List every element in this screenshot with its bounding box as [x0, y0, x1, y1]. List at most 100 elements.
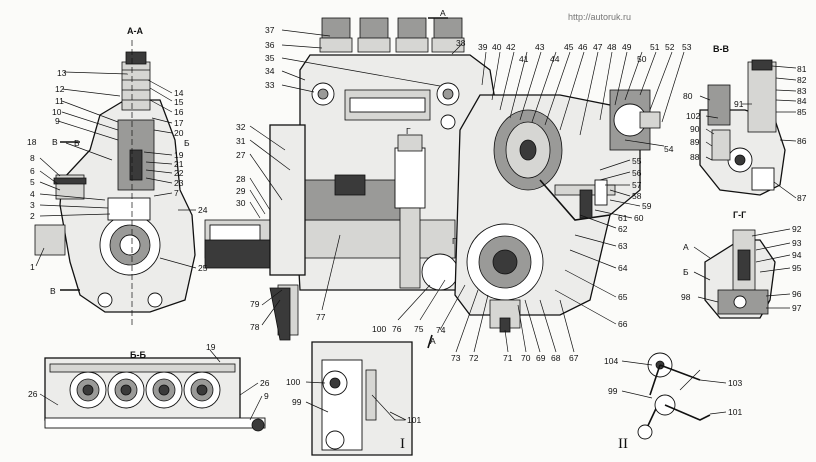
part-label-35: 35	[265, 53, 275, 63]
part-label-99-ii: 99	[608, 386, 618, 396]
section-label-b-b: Б-Б	[130, 350, 146, 360]
part-label-44: 44	[550, 54, 560, 64]
part-label-55: 55	[632, 156, 642, 166]
part-label-11: 11	[55, 96, 64, 106]
part-label-53: 53	[682, 42, 692, 52]
part-label-2: 2	[30, 211, 35, 221]
part-label-74: 74	[436, 325, 446, 335]
part-label-14: 14	[174, 88, 184, 98]
part-label-83: 83	[797, 86, 807, 96]
part-label-30: 30	[236, 198, 246, 208]
view-2-drawing	[637, 352, 711, 440]
part-label-77: 77	[316, 312, 326, 322]
part-label-40: 40	[492, 42, 502, 52]
part-label-42: 42	[506, 42, 516, 52]
part-label-69: 69	[536, 353, 546, 363]
part-label-79: 79	[250, 299, 260, 309]
part-label-98: 98	[681, 292, 691, 302]
part-label-71: 71	[503, 353, 513, 363]
cut-mark-v-top: В	[52, 137, 58, 147]
part-label-24: 24	[198, 205, 208, 215]
part-label-13: 13	[57, 68, 67, 78]
part-label-56: 56	[632, 168, 642, 178]
part-label-4: 4	[30, 189, 35, 199]
regulator-drawing	[454, 89, 661, 333]
part-label-100: 100	[286, 377, 300, 387]
part-label-84: 84	[797, 96, 807, 106]
part-label-60: 60	[634, 213, 644, 223]
part-label-102: 102	[686, 111, 700, 121]
leader-lines	[35, 17, 797, 421]
part-label-36: 36	[265, 40, 275, 50]
part-label-97: 97	[792, 303, 802, 313]
part-label-90: 90	[690, 124, 700, 134]
part-label-9-bb: 9	[264, 391, 269, 401]
part-label-21: 21	[174, 159, 184, 169]
part-label-70: 70	[521, 353, 531, 363]
cut-mark-b-left: Б	[74, 138, 80, 148]
part-label-17: 17	[174, 118, 184, 128]
part-label-57: 57	[632, 180, 642, 190]
part-label-19-bb: 19	[206, 342, 216, 352]
part-number-labels: 13 12 11 10 9 18 8 6 5 4 3 2 1 14 15 16 …	[27, 8, 807, 425]
part-label-34: 34	[265, 66, 275, 76]
part-label-47: 47	[593, 42, 603, 52]
part-label-78: 78	[250, 322, 260, 332]
part-label-99: 99	[292, 397, 302, 407]
view-1-drawing	[311, 341, 413, 456]
part-label-31: 31	[236, 136, 246, 146]
part-label-18: 18	[27, 137, 37, 147]
part-label-22: 22	[174, 168, 184, 178]
part-label-94: 94	[792, 250, 802, 260]
part-label-81: 81	[797, 64, 807, 74]
part-label-26-right: 26	[260, 378, 270, 388]
cut-mark-g-lower: Г	[452, 236, 457, 246]
part-label-15: 15	[174, 97, 184, 107]
part-label-63: 63	[618, 241, 628, 251]
part-label-51: 51	[650, 42, 660, 52]
part-label-46: 46	[578, 42, 588, 52]
view-label-1: I	[400, 436, 405, 452]
part-label-23: 23	[174, 178, 184, 188]
part-label-64: 64	[618, 263, 628, 273]
part-label-89: 89	[690, 137, 700, 147]
cut-mark-b-right: Б	[184, 138, 190, 148]
part-label-32: 32	[236, 122, 246, 132]
part-label-45: 45	[564, 42, 574, 52]
part-label-29: 29	[236, 186, 246, 196]
cut-mark-gg-b: Б	[683, 267, 689, 277]
watermark-url: http://autoruk.ru	[568, 12, 631, 22]
part-label-27: 27	[236, 150, 246, 160]
cut-mark-a-bottom: А	[430, 336, 436, 346]
part-label-50: 50	[637, 54, 647, 64]
part-label-61: 61	[618, 213, 628, 223]
section-label-g-g: Г-Г	[733, 210, 746, 220]
part-label-72: 72	[469, 353, 479, 363]
section-v-v-drawing	[699, 59, 786, 196]
part-label-28: 28	[236, 174, 246, 184]
part-label-3: 3	[30, 200, 35, 210]
part-label-101: 101	[407, 415, 421, 425]
part-label-16: 16	[174, 107, 184, 117]
section-g-g-drawing	[704, 229, 776, 319]
part-label-25: 25	[198, 263, 208, 273]
section-label-v-v: В-В	[713, 44, 729, 54]
part-label-1: 1	[30, 262, 35, 272]
part-label-85: 85	[797, 107, 807, 117]
part-label-5: 5	[30, 177, 35, 187]
part-label-38: 38	[456, 38, 466, 48]
part-label-7: 7	[174, 188, 179, 198]
part-label-33: 33	[265, 80, 275, 90]
part-label-101-ii: 101	[728, 407, 742, 417]
view-label-2: II	[618, 436, 628, 452]
part-label-12: 12	[55, 84, 65, 94]
part-label-91: 91	[734, 99, 744, 109]
part-label-26-left: 26	[28, 389, 38, 399]
section-label-a-a: А-А	[127, 26, 143, 36]
part-label-62: 62	[618, 224, 628, 234]
cut-mark-v-bottom: В	[50, 286, 56, 296]
part-label-58: 58	[632, 191, 642, 201]
pump-main-body-drawing	[204, 17, 496, 341]
part-label-9: 9	[55, 116, 60, 126]
